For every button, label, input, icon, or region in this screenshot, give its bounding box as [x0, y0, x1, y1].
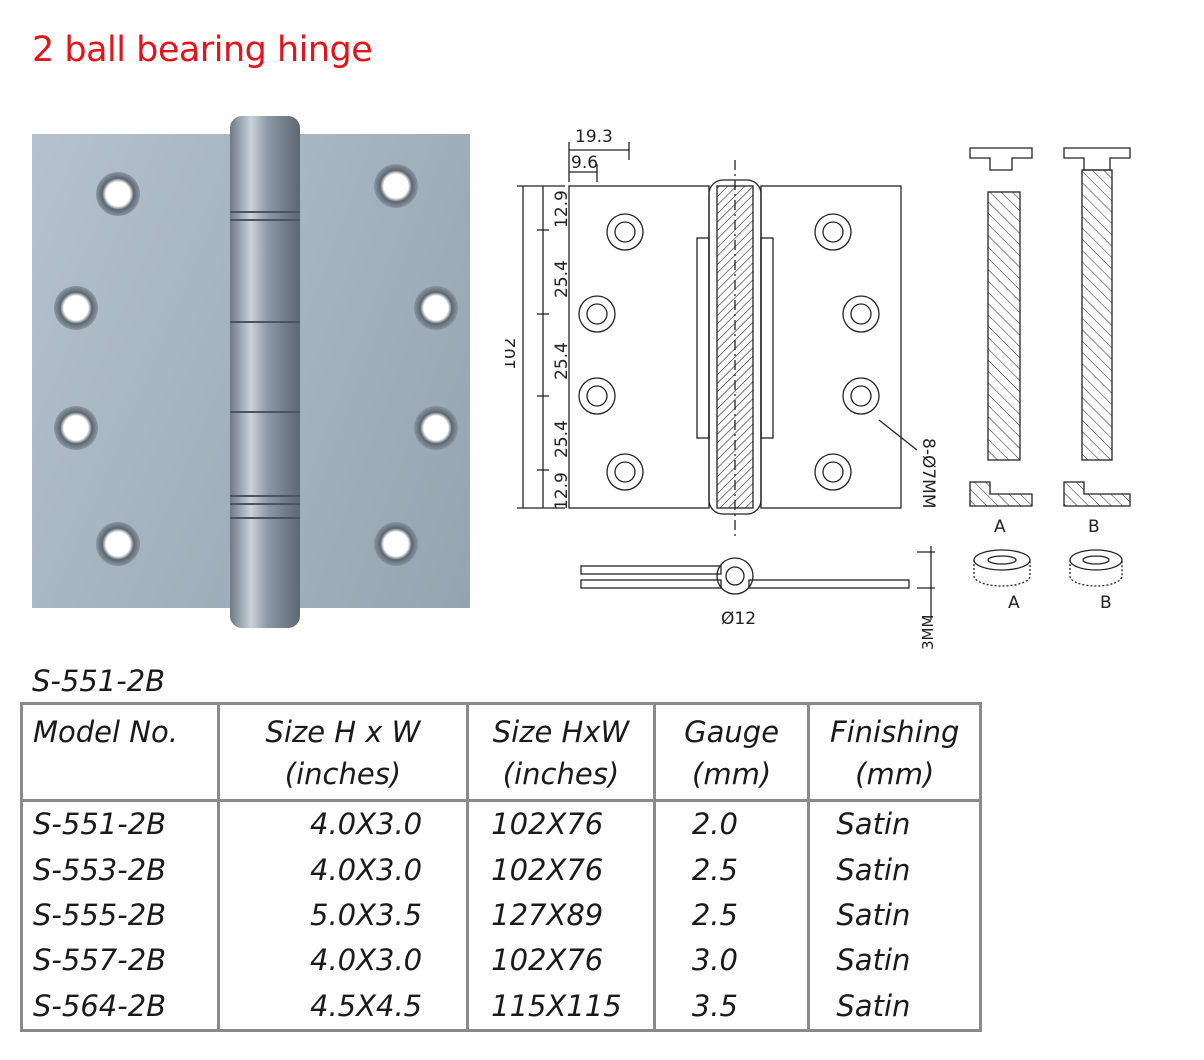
dim-seg-b: 25.4: [552, 260, 572, 298]
header-finishing: Finishing (mm): [807, 703, 982, 802]
header-gauge: Gauge (mm): [652, 703, 811, 802]
cell-gauge: 2.5: [652, 847, 811, 893]
table-row: S-555-2B 5.0X3.5 127X89 2.5 Satin: [20, 892, 982, 939]
spec-table: Model No. Size H x W (inches) Size HxW (…: [20, 702, 982, 1032]
cell-finishing: Satin: [807, 892, 982, 939]
table-header-row: Model No. Size H x W (inches) Size HxW (…: [20, 703, 982, 802]
header-model: Model No.: [20, 703, 220, 802]
hinge-knuckle: [230, 116, 300, 628]
pin-label-a: A: [994, 517, 1006, 537]
cell-model: S-553-2B: [20, 847, 220, 893]
dim-seg-a: 12.9: [552, 190, 572, 228]
cell-finishing: Satin: [807, 847, 982, 893]
dim-top-inner: 9.6: [571, 153, 598, 173]
cell-gauge: 3.5: [652, 983, 811, 1031]
cell-gauge: 2.5: [652, 892, 811, 939]
cell-model: S-564-2B: [20, 983, 220, 1031]
cell-size-hxw: 102X76: [466, 847, 656, 893]
cell-size-hxw: 115X115: [466, 983, 656, 1031]
cell-model: S-551-2B: [20, 800, 220, 848]
pin-diameter: Ø12: [721, 609, 756, 629]
cell-model: S-557-2B: [20, 938, 220, 984]
pin-variants: A B A B: [969, 147, 1131, 613]
hole-note: 8-Ø7MM: [918, 438, 938, 508]
cell-size-inches: 4.0X3.0: [216, 847, 470, 893]
hinge-photo: [32, 116, 470, 628]
table-row: S-553-2B 4.0X3.0 102X76 2.5 Satin: [20, 847, 982, 893]
cell-finishing: Satin: [807, 938, 982, 984]
cell-size-inches: 4.5X4.5: [216, 983, 470, 1031]
dim-height: 102: [505, 338, 520, 370]
cell-size-inches: 5.0X3.5: [216, 892, 470, 939]
cell-size-inches: 4.0X3.0: [216, 938, 470, 984]
technical-drawing: 19.3 9.6 102 12.9 25.4 25.4 25.4 12.9 8-…: [505, 127, 938, 650]
model-caption: S-551-2B: [32, 664, 166, 698]
table-row: S-557-2B 4.0X3.0 102X76 3.0 Satin: [20, 938, 982, 984]
cell-size-hxw: 102X76: [466, 800, 656, 848]
ring-label-b: B: [1100, 593, 1112, 613]
dim-seg-d: 25.4: [552, 420, 572, 458]
table-row: S-551-2B 4.0X3.0 102X76 2.0 Satin: [20, 800, 982, 848]
cell-finishing: Satin: [807, 983, 982, 1031]
knuckle-joints: [230, 211, 300, 519]
table-row: S-564-2B 4.5X4.5 115X115 3.5 Satin: [20, 983, 982, 1031]
thickness-label: 3MM: [919, 615, 937, 650]
cell-size-inches: 4.0X3.0: [216, 800, 470, 848]
header-size-inches: Size H x W (inches): [216, 703, 470, 802]
ring-label-a: A: [1008, 593, 1020, 613]
cell-size-hxw: 127X89: [466, 892, 656, 939]
cell-finishing: Satin: [807, 800, 982, 848]
dim-seg-e: 12.9: [552, 472, 572, 510]
screw-holes: [54, 164, 458, 566]
pin-label-b: B: [1088, 517, 1100, 537]
dim-top-outer: 19.3: [575, 127, 613, 147]
drawing-holes: [578, 213, 880, 491]
cell-model: S-555-2B: [20, 892, 220, 939]
page-title: 2 ball bearing hinge: [32, 30, 373, 70]
dim-seg-c: 25.4: [552, 342, 572, 380]
header-size-hxw: Size HxW (inches): [466, 703, 656, 802]
cell-gauge: 2.0: [652, 800, 811, 848]
cell-size-hxw: 102X76: [466, 938, 656, 984]
cell-gauge: 3.0: [652, 938, 811, 984]
